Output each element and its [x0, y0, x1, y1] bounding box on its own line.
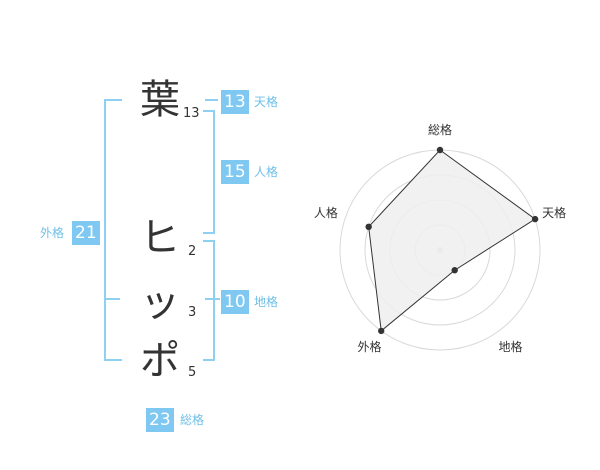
radar-point-3	[451, 267, 458, 274]
radar-point-5	[365, 223, 372, 231]
stroke-count-3: 3	[188, 305, 197, 320]
tenkaku-value-badge: 13	[221, 90, 249, 114]
radar-axis-label-4: 外格	[357, 339, 381, 354]
gaikaku-bracket-notch	[106, 298, 120, 300]
tenkaku-label: 天格	[254, 95, 279, 109]
stroke-count-1: 13	[183, 106, 200, 121]
radar-axis-label-1: 総格	[428, 122, 452, 137]
tenkaku-bracket	[205, 99, 218, 101]
name-char-2: ヒ	[140, 215, 180, 261]
jinkaku-bracket	[203, 110, 215, 234]
jinkaku-value-badge: 15	[221, 160, 249, 184]
soukaku-value-badge: 23	[146, 408, 174, 432]
gaikaku-value-badge: 21	[72, 221, 100, 245]
name-char-1: 葉	[140, 77, 180, 123]
name-char-3: ッ	[140, 280, 180, 326]
stroke-count-4: 5	[188, 365, 197, 380]
radar-axis-label-2: 天格	[542, 205, 566, 220]
chikaku-bracket	[203, 240, 215, 361]
radar-axis-label-5: 人格	[314, 205, 338, 220]
radar-point-4	[378, 327, 385, 335]
radar-series	[365, 146, 539, 335]
stroke-count-2: 2	[188, 244, 197, 259]
name-char-4: ポ	[140, 338, 180, 384]
radar-point-1	[436, 146, 444, 154]
gaikaku-bracket	[104, 99, 122, 361]
chikaku-bracket-notch	[205, 298, 220, 300]
jinkaku-label: 人格	[254, 165, 279, 179]
soukaku-label: 総格	[180, 413, 205, 427]
chikaku-label: 地格	[254, 295, 279, 309]
gaikaku-label: 外格	[40, 226, 65, 240]
radar-area	[368, 149, 536, 332]
radar-point-2	[531, 215, 539, 223]
radar-axis-label-3: 地格	[499, 339, 523, 354]
chikaku-value-badge: 10	[221, 290, 249, 314]
